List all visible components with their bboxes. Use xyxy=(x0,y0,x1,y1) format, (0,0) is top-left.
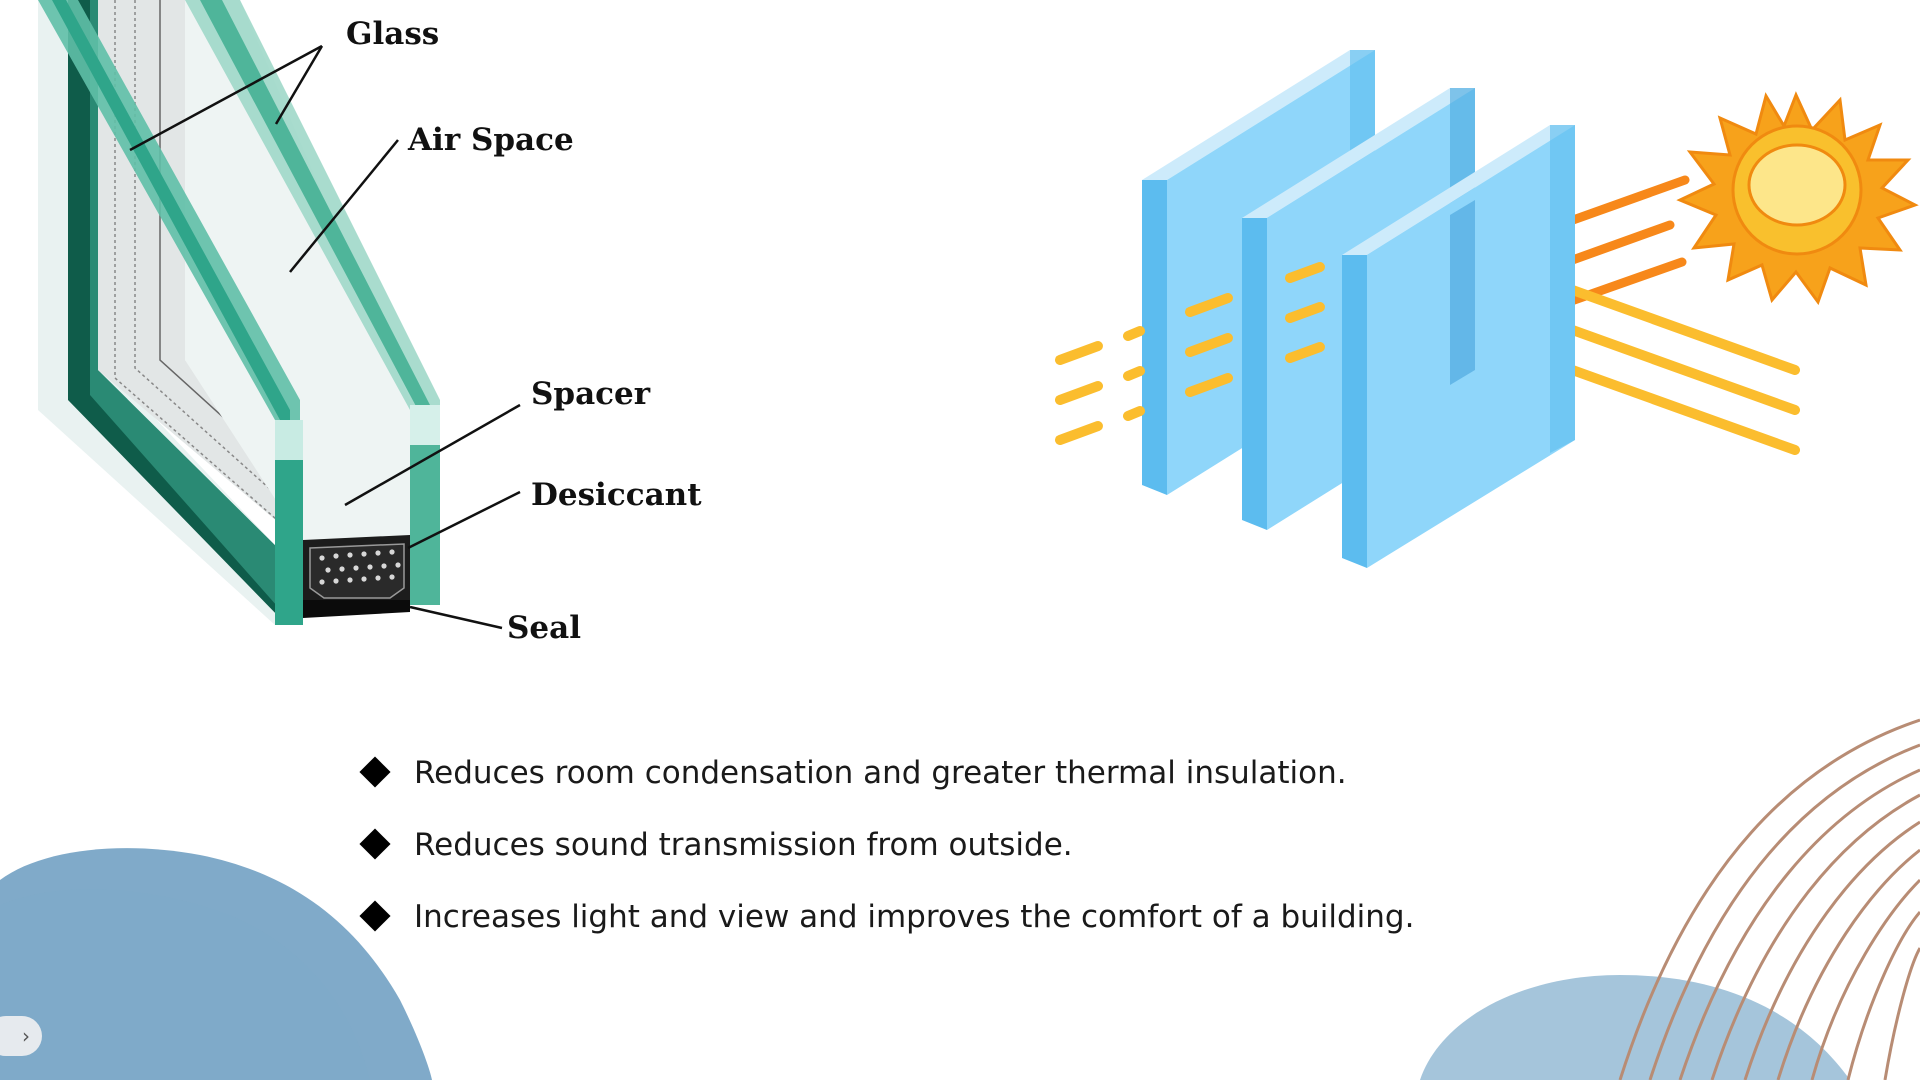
benefit-text: Reduces sound transmission from outside. xyxy=(414,827,1073,863)
benefit-item: Reduces room condensation and greater th… xyxy=(359,745,1414,817)
next-slide-button[interactable]: › xyxy=(0,1016,42,1056)
glass-pane-front xyxy=(1342,125,1575,568)
bullet-diamond-icon xyxy=(359,756,391,788)
label-spacer: Spacer xyxy=(531,376,651,412)
leader-lines xyxy=(129,44,521,630)
bullet-diamond-icon xyxy=(359,828,391,860)
benefits-list: Reduces room condensation and greater th… xyxy=(359,745,1415,961)
air-space-region xyxy=(185,0,410,545)
label-desiccant: Desiccant xyxy=(531,477,702,513)
label-seal: Seal xyxy=(507,610,581,646)
desiccant-beads xyxy=(319,549,401,585)
seal-strip xyxy=(303,600,410,618)
light-dashes xyxy=(1055,262,1325,445)
sun-icon xyxy=(1676,91,1919,306)
chevron-right-icon: › xyxy=(22,1024,30,1048)
glass-pane-1 xyxy=(38,0,300,625)
inner-glass-teal-edge xyxy=(90,0,285,615)
label-glass: Glass xyxy=(346,16,439,52)
bullet-diamond-icon xyxy=(359,900,391,932)
benefit-text: Increases light and view and improves th… xyxy=(414,899,1415,935)
benefit-item: Increases light and view and improves th… xyxy=(359,889,1415,961)
label-air-space: Air Space xyxy=(407,122,574,158)
benefit-item: Reduces sound transmission from outside. xyxy=(359,817,1414,889)
desiccant-fill xyxy=(309,543,405,599)
wood-grain-lines xyxy=(1618,718,1920,1080)
benefit-text: Reduces room condensation and greater th… xyxy=(414,755,1347,791)
blue-brush-blob-left-light xyxy=(0,888,370,1080)
